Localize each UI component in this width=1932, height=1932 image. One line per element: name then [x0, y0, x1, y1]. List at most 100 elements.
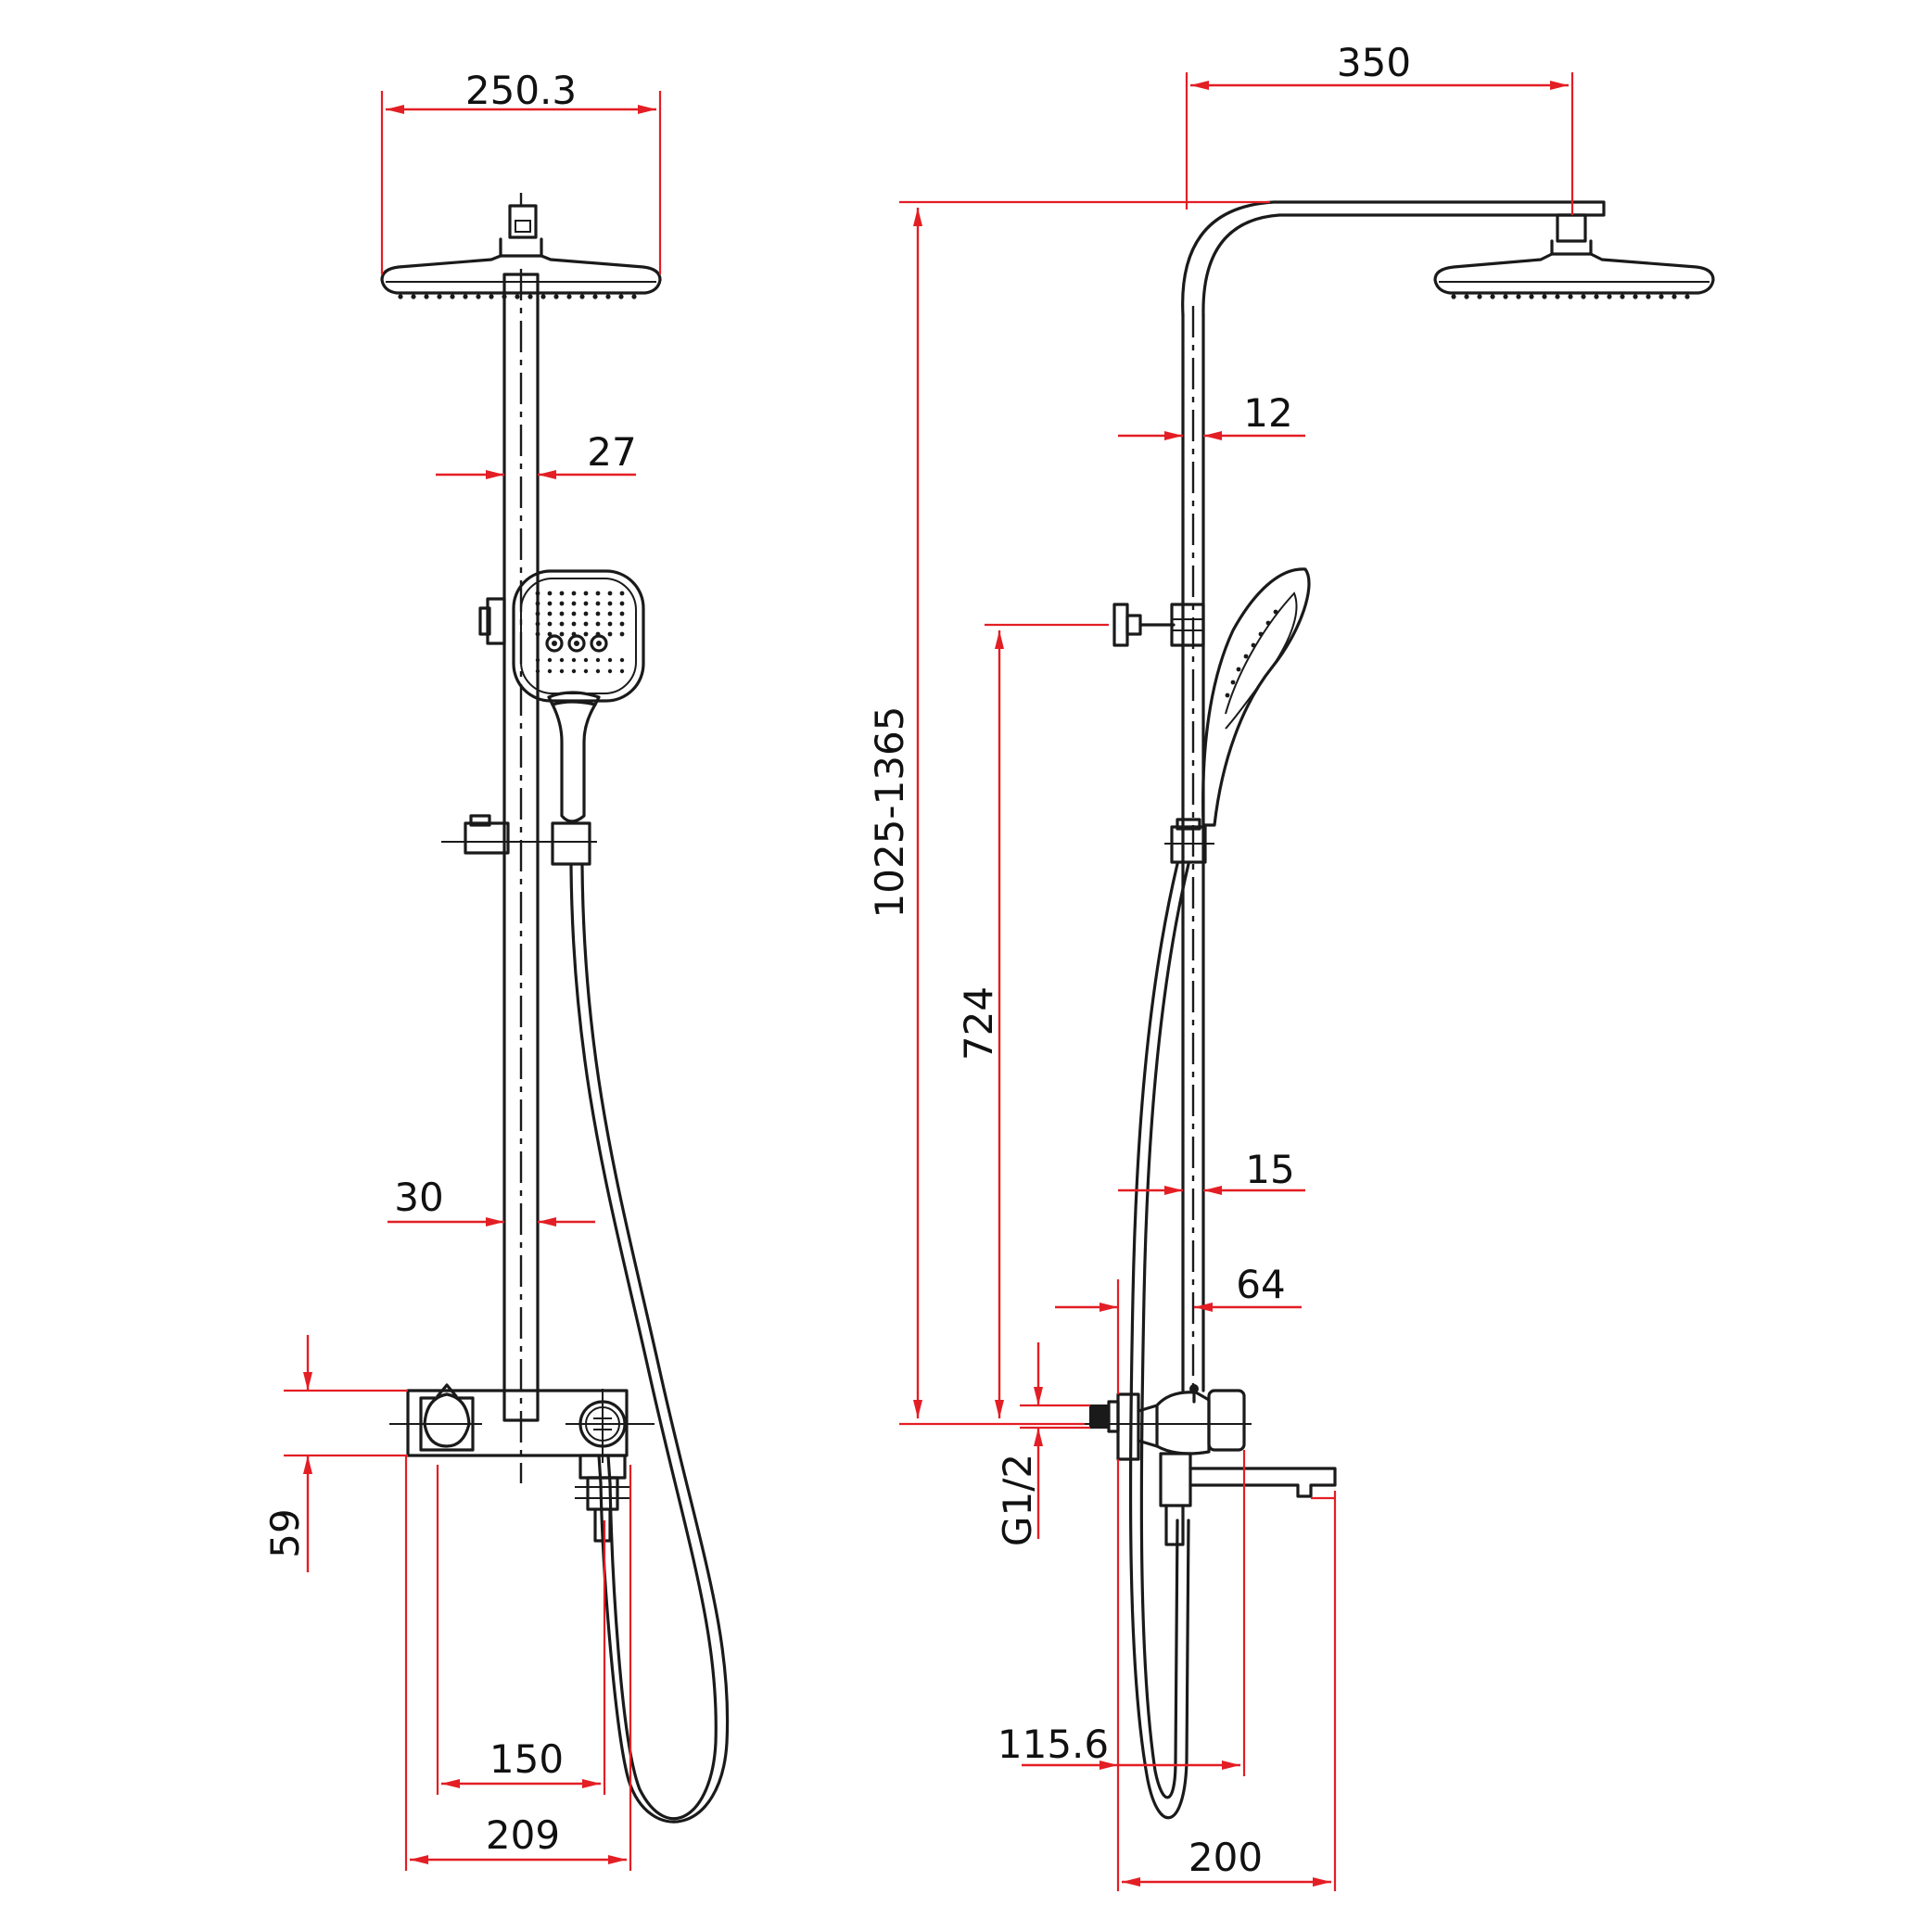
nozzle-dot [553, 294, 559, 299]
dimension-spout-projection: 200 [1122, 1491, 1337, 1891]
spray-dot [559, 611, 565, 616]
dim-label-spout-projection: 200 [1188, 1835, 1263, 1880]
mixer-front [389, 1383, 655, 1543]
slide-holder-front [441, 814, 597, 866]
nozzle-dot [1568, 294, 1573, 299]
dim-label-rail-offset: 30 [394, 1175, 443, 1220]
spray-dot [583, 611, 589, 616]
spray-dot [559, 657, 565, 663]
spray-dot [583, 591, 589, 596]
nozzle-dot [1659, 294, 1664, 299]
dim-label-total-height: 1025-1365 [867, 706, 912, 919]
dim-label-inlet-spacing: 150 [489, 1736, 564, 1782]
spray-dot [1236, 667, 1241, 672]
nozzle-dot [1633, 294, 1638, 299]
side-view: 350 12 1025-1365 724 15 64 [867, 40, 1715, 1891]
spray-dot [619, 657, 625, 663]
nozzle-dot [1671, 294, 1677, 299]
spray-dot [559, 621, 565, 627]
hose-front [569, 864, 730, 1824]
nozzle-dot [1542, 294, 1547, 299]
hand-shower-side [1201, 567, 1311, 827]
nozzle-dot [540, 294, 546, 299]
dimension-mixer-width: 209 [404, 1455, 632, 1871]
spray-dot [1265, 620, 1271, 626]
nozzle-dot [1451, 294, 1456, 299]
dim-label-arm-projection: 350 [1337, 40, 1411, 85]
nozzle-dot [450, 294, 455, 299]
spray-dot [547, 657, 553, 663]
spray-dot [595, 611, 601, 616]
spray-dot [571, 601, 577, 606]
nozzle-row [398, 294, 637, 299]
dimension-inlet-spacing: 150 [436, 1465, 606, 1795]
spray-dot [571, 611, 577, 616]
spray-dot [607, 668, 613, 674]
spray-dot [595, 668, 601, 674]
spray-dot [1273, 609, 1278, 615]
slide-holder-side [1164, 818, 1214, 864]
spray-dot [583, 621, 589, 627]
spray-dot [619, 611, 625, 616]
nozzle-dot [566, 294, 572, 299]
dimension-rail-width: 27 [436, 429, 637, 479]
hand-shower-front [478, 569, 645, 823]
nozzle-dot [592, 294, 598, 299]
nozzle-dot [1607, 294, 1612, 299]
spray-dot [535, 621, 540, 627]
dimension-head-width: 250.3 [380, 68, 662, 274]
spray-dot [619, 591, 625, 596]
spray-edge-dots [1225, 609, 1278, 698]
nozzle-dot [424, 294, 429, 299]
dim-label-bracket-height: 724 [956, 986, 1001, 1061]
nozzle-dot [1684, 294, 1690, 299]
dim-label-mixer-width: 209 [486, 1812, 560, 1858]
nozzle-dot [411, 294, 416, 299]
spray-dot [583, 657, 589, 663]
spray-dot [595, 621, 601, 627]
spray-dot [607, 621, 613, 627]
nozzle-dot [631, 294, 637, 299]
dimension-bracket-height: 724 [956, 623, 1109, 1418]
rail-front [502, 269, 540, 1483]
nozzle-dot [1516, 294, 1521, 299]
nozzle-dot [1620, 294, 1625, 299]
dim-label-arm-pipe: 12 [1243, 390, 1292, 436]
dimension-wall-offset: 64 [1055, 1262, 1302, 1394]
nozzle-dot [579, 294, 585, 299]
spray-dot [607, 591, 613, 596]
spray-face-dots [535, 591, 625, 674]
spray-dot [619, 621, 625, 627]
spray-dot [1251, 642, 1256, 648]
nozzle-dot [605, 294, 611, 299]
spray-dot [547, 668, 553, 674]
spray-dot [1225, 693, 1230, 698]
spray-dot [571, 668, 577, 674]
dim-label-rail-pipe: 15 [1245, 1147, 1294, 1192]
spray-dot [583, 631, 589, 637]
spray-dot [535, 657, 540, 663]
nozzle-dot [502, 294, 507, 299]
nozzle-dot [476, 294, 481, 299]
spray-dot [607, 601, 613, 606]
spray-dot [535, 601, 540, 606]
spray-dot [559, 591, 565, 596]
nozzle-dot [527, 294, 533, 299]
spray-dot [547, 591, 553, 596]
spray-dot [1258, 631, 1264, 637]
spray-dot [559, 631, 565, 637]
spray-dot [547, 601, 553, 606]
wall-bracket-side [1112, 603, 1205, 647]
head-shower-front [380, 193, 662, 299]
mixer-side [1075, 1384, 1337, 1546]
dimension-inlet-thread: G1/2 [995, 1342, 1090, 1546]
spray-dot [595, 601, 601, 606]
dim-label-rail-width: 27 [587, 429, 636, 475]
hose-side [1128, 862, 1190, 1820]
spray-dot [595, 657, 601, 663]
dim-label-head-width: 250.3 [465, 68, 577, 113]
nozzle-dot [1503, 294, 1508, 299]
spray-dot [535, 611, 540, 616]
spray-dot [607, 657, 613, 663]
